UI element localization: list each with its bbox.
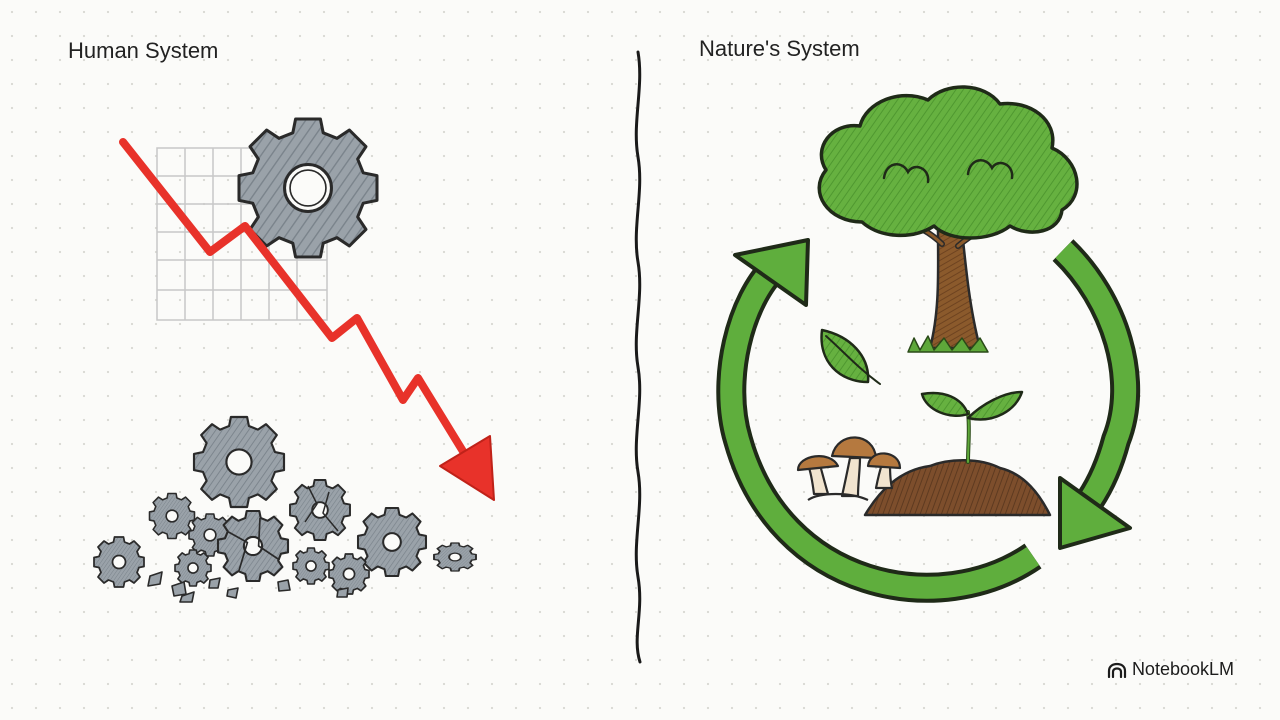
large-gear-icon — [237, 117, 379, 259]
wavy-divider-line — [634, 50, 642, 664]
human-system-title: Human System — [68, 38, 219, 63]
brand-name: NotebookLM — [1131, 659, 1234, 679]
cycle-arrow-right-icon — [1052, 239, 1141, 550]
notebooklm-logo-icon — [1107, 662, 1127, 678]
broken-gears-pile-icon — [93, 415, 477, 603]
mushrooms-icon — [796, 436, 902, 502]
notebooklm-branding: NotebookLM — [1107, 659, 1234, 680]
tree-icon — [817, 85, 1079, 353]
cycle-arrow-left-icon — [716, 238, 1042, 603]
fallen-leaf-icon — [820, 328, 881, 385]
sprout-icon — [920, 390, 1024, 464]
downward-trend-arrow-icon — [119, 138, 495, 501]
natures-system-title: Nature's System — [699, 36, 860, 61]
